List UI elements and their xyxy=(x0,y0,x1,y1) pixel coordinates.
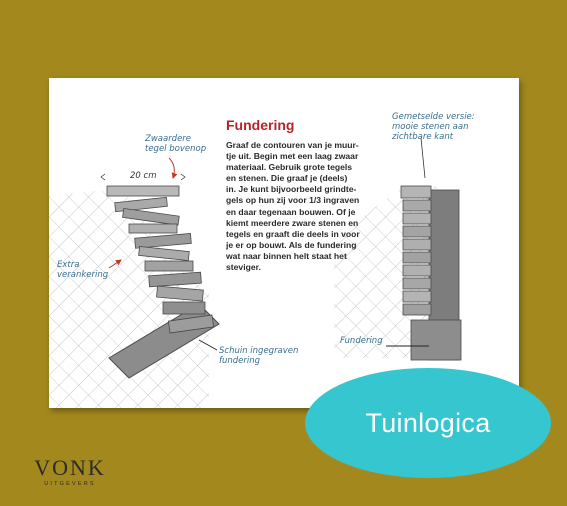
annotation-masonry-version: Gemetselde versie: mooie stenen aan zich… xyxy=(392,112,475,142)
annotation-line: Extra xyxy=(57,260,80,270)
body-line: kiemt meerdere zware stenen en xyxy=(226,217,359,228)
body-paragraph: Graaf de contouren van je muur- tje uit.… xyxy=(226,140,376,273)
annotation-line: Gemetselde versie: xyxy=(392,112,475,122)
body-line: materiaal. Gebruik grote tegels xyxy=(226,162,353,173)
body-line: tje uit. Begin met een laag zwaar xyxy=(226,151,359,162)
body-line: wat naar binnen helt staat het xyxy=(226,250,347,261)
book-spread: Fundering Graaf de contouren van je muur… xyxy=(49,78,519,408)
annotation-line: tegel bovenop xyxy=(145,144,207,154)
annotation-heavy-tile: Zwaardere tegel bovenop xyxy=(145,134,206,154)
annotation-line: fundering xyxy=(219,356,261,366)
annotation-line: verankering xyxy=(57,270,109,280)
wall-illustrations xyxy=(49,137,462,408)
annotation-line: zichtbare kant xyxy=(392,132,454,142)
publisher-name: VONK xyxy=(34,455,106,480)
body-line: je er op bouwt. Als de fundering xyxy=(226,239,357,250)
annotation-width: 20 cm xyxy=(130,171,157,181)
tuinlogica-badge: Tuinlogica xyxy=(305,368,551,478)
annotation-line: Zwaardere xyxy=(145,134,192,144)
body-line: steviger. xyxy=(226,262,261,273)
publisher-logo: VONK UITGEVERS xyxy=(28,456,112,496)
annotation-line: mooie stenen aan xyxy=(392,122,469,132)
body-line: Graaf de contouren van je muur- xyxy=(226,140,359,150)
annotation-extra-anchoring: Extra verankering xyxy=(57,260,108,280)
stone-stack-left xyxy=(106,185,215,334)
annotation-slanted-foundation: Schuin ingegraven fundering xyxy=(219,346,298,366)
section-heading: Fundering xyxy=(226,117,295,133)
body-line: gels op hun zij voor 1/3 ingraven xyxy=(226,195,360,206)
width-measure xyxy=(100,173,186,181)
masonry-wall xyxy=(400,185,462,361)
body-line: in. Je kunt bijvoorbeeld grindte- xyxy=(226,184,357,195)
publisher-tagline: UITGEVERS xyxy=(44,481,96,487)
body-line: en daar tegenaan bouwen. Of je xyxy=(226,206,356,217)
body-line: tegels en graaft die deels in voor xyxy=(226,228,360,239)
annotation-foundation: Fundering xyxy=(340,336,383,346)
annotation-line: Schuin ingegraven xyxy=(219,346,299,356)
body-line: en stenen. Die graaf je (deels) xyxy=(226,173,348,184)
badge-label: Tuinlogica xyxy=(365,407,491,438)
